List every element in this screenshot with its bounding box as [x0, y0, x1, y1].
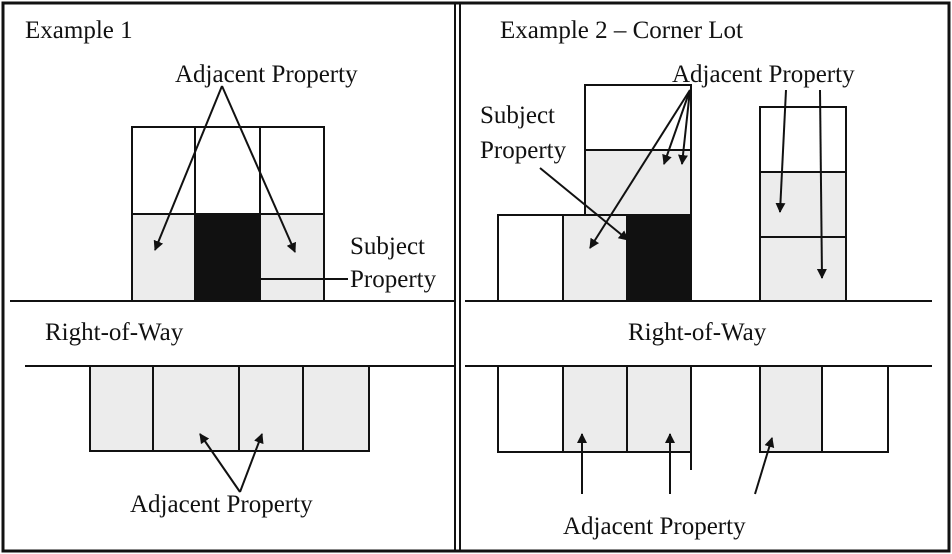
subject-label-line2-2: Property [480, 137, 567, 164]
subject-property-lot [194, 213, 261, 302]
arrow-adjacent-top-c-2 [677, 89, 691, 165]
lot-upper-middle [194, 126, 261, 215]
lot-lower-side-right [821, 365, 889, 453]
arrow-adjacent-side-a-2 [775, 89, 787, 213]
right-of-way-label-2: Right-of-Way [628, 319, 767, 346]
arrow-adjacent-left-1 [153, 85, 223, 251]
adjacent-lot-right [259, 213, 325, 302]
arrow-adjacent-bottom-c-2 [754, 437, 775, 495]
lot-lower-3 [238, 365, 304, 452]
adjacent-property-label-bottom-1: Adjacent Property [130, 491, 313, 518]
arrow-adjacent-top-b-2 [662, 89, 691, 165]
right-of-way-label-1: Right-of-Way [45, 319, 184, 346]
arrow-adjacent-bottom-right-1 [239, 433, 264, 493]
arrow-adjacent-bottom-left-1 [199, 433, 241, 493]
subject-label-line1-2: Subject [480, 102, 555, 129]
adjacent-property-label-bottom-2: Adjacent Property [563, 513, 746, 540]
lot-lower-4 [302, 365, 370, 452]
arrow-adjacent-right-1 [221, 85, 296, 253]
subject-label-line1-1: Subject [350, 233, 425, 260]
lot-stack-top [584, 84, 692, 151]
adjacent-property-label-top-1: Adjacent Property [175, 61, 358, 88]
adjacent-property-label-top-2: Adjacent Property [672, 61, 855, 88]
adjacent-lot-lower-side [759, 365, 823, 453]
adjacent-lot-lower-2a [562, 365, 628, 453]
adjacent-lot-corner [562, 214, 628, 302]
adjacent-lot-stack [584, 149, 692, 216]
lot-upper-left [131, 126, 196, 215]
adjacent-lot-lower-2b [626, 365, 692, 453]
example-2-title: Example 2 – Corner Lot [500, 17, 743, 44]
lot-lower-left-2 [497, 365, 564, 453]
arrow-adjacent-side-b-2 [816, 89, 827, 279]
lot-corner-left [497, 214, 564, 302]
example-1-title: Example 1 [25, 17, 133, 44]
lot-lower-2 [152, 365, 240, 452]
subject-label-line2-1: Property [350, 266, 437, 293]
example-1-panel: Example 1 Right-of-Way Adjacent Property… [10, 17, 455, 518]
arrow-adjacent-top-a-2 [589, 89, 691, 249]
example-2-panel: Example 2 – Corner Lot Right-of-Way Adja… [465, 17, 932, 540]
lot-lower-1 [89, 365, 154, 452]
arrow-subject-corner-2 [539, 167, 629, 241]
lot-upper-right [259, 126, 325, 215]
lot-side-top [759, 106, 847, 173]
subject-property-corner-lot [626, 214, 692, 302]
adjacent-lot-side-middle [759, 171, 847, 238]
adjacent-lot-side-bottom [759, 236, 847, 302]
